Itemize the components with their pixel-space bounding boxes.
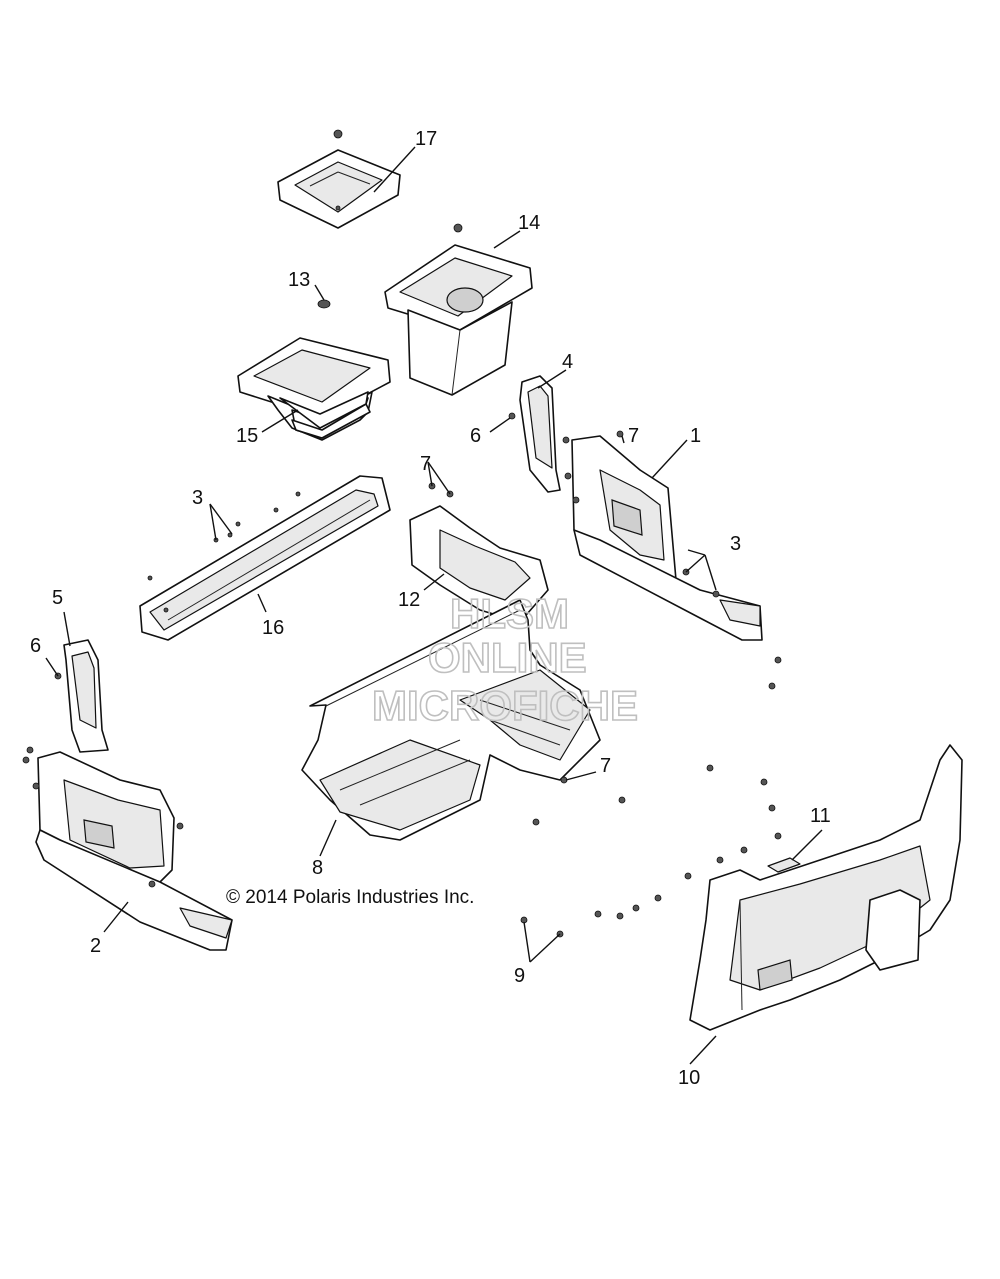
copyright-text: © 2014 Polaris Industries Inc. [226, 887, 474, 908]
callout-8: 8 [312, 857, 323, 879]
part-1-right-enclosure[interactable] [562, 430, 763, 641]
part-16-floor-rail[interactable] [139, 475, 391, 641]
callout-14: 14 [518, 212, 540, 234]
part-17-storage-lid[interactable] [277, 129, 401, 229]
callout-7c: 7 [600, 755, 611, 777]
callout-numbers: 17 14 13 15 4 6 7 1 3 7 3 12 16 5 6 7 8 … [30, 128, 831, 1089]
callout-12: 12 [398, 589, 420, 611]
callout-10: 10 [678, 1067, 700, 1089]
part-5-side-panel[interactable] [54, 639, 109, 753]
watermark-line-1: HLSM [450, 590, 569, 637]
callout-7a: 7 [628, 425, 639, 447]
callout-11: 11 [810, 805, 831, 827]
watermark-line-2: ONLINE [428, 634, 587, 681]
part-11-plate[interactable] [767, 857, 801, 873]
leader-lines [45, 146, 823, 1065]
part-15-storage-bin[interactable] [237, 337, 391, 441]
callout-4: 4 [562, 351, 573, 373]
callout-1: 1 [690, 425, 701, 447]
callout-6b: 6 [30, 635, 41, 657]
callout-2: 2 [90, 935, 101, 957]
callout-6a: 6 [470, 425, 481, 447]
part-13-fastener[interactable] [317, 299, 331, 309]
watermark-line-3: MICROFICHE [372, 682, 638, 729]
callout-13: 13 [288, 269, 310, 291]
part-8-floor-pan[interactable] [301, 599, 601, 841]
part-2-left-enclosure[interactable] [22, 746, 233, 951]
callout-9: 9 [514, 965, 525, 987]
callout-15: 15 [236, 425, 258, 447]
callout-7b: 7 [420, 453, 431, 475]
part-12-center-console[interactable] [409, 482, 549, 623]
callout-3a: 3 [192, 487, 203, 509]
part-9-screws[interactable] [520, 894, 662, 938]
part-4-side-panel[interactable] [508, 375, 561, 493]
callout-3b: 3 [730, 533, 741, 555]
callout-5: 5 [52, 587, 63, 609]
callout-16: 16 [262, 617, 284, 639]
part-14-storage-bin[interactable] [384, 223, 533, 396]
part-10-rear-bulkhead[interactable] [532, 656, 963, 1031]
callout-17: 17 [415, 128, 437, 150]
watermark: HLSM ONLINE MICROFICHE [371, 589, 639, 730]
